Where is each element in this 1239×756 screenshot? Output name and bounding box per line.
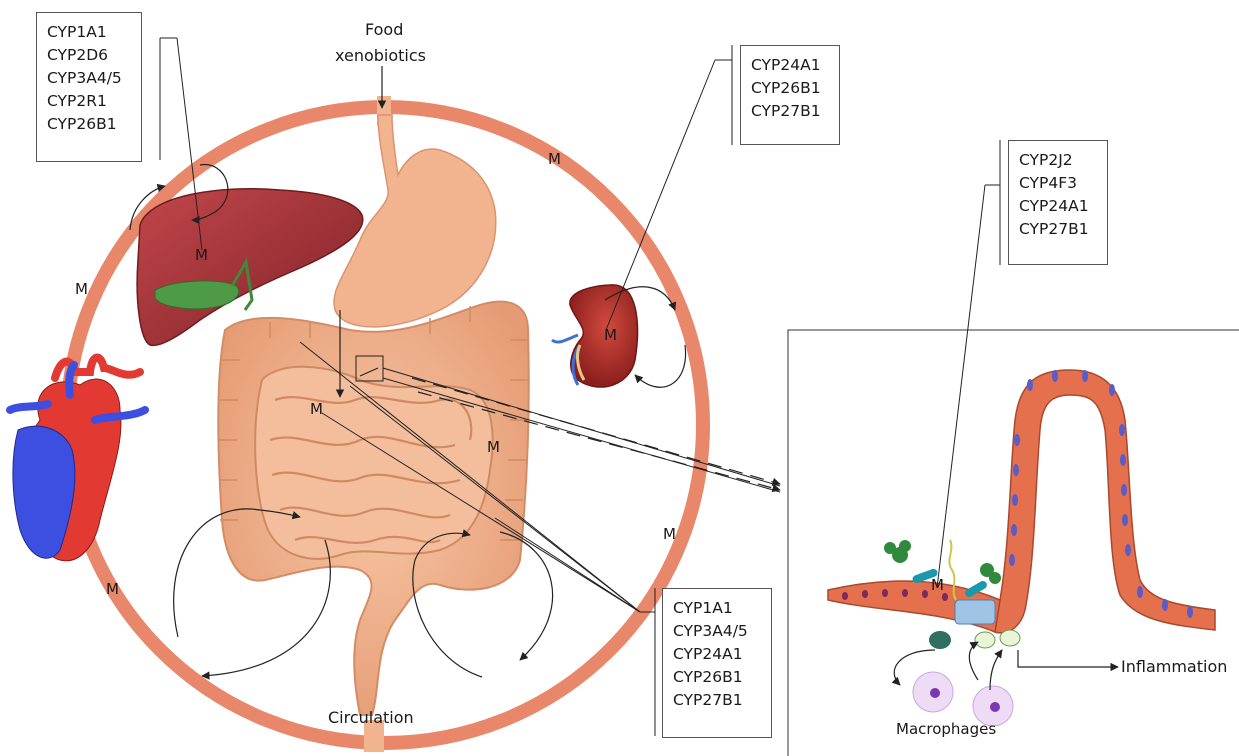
food-label-line2: xenobiotics bbox=[335, 46, 426, 65]
metabolism-marker-colon: M bbox=[487, 438, 500, 456]
intestine-cyp-item: CYP1A1 bbox=[673, 597, 761, 620]
metabolism-marker-ring-top: M bbox=[548, 150, 561, 168]
intestine-cyp-item: CYP26B1 bbox=[673, 666, 761, 689]
intestine-cyp-item: CYP3A4/5 bbox=[673, 620, 761, 643]
metabolism-marker-ring-right: M bbox=[663, 525, 676, 543]
immune-cells bbox=[929, 630, 1020, 649]
liver-cyp-item: CYP2R1 bbox=[47, 90, 131, 113]
food-label-line1: Food bbox=[365, 20, 403, 39]
intestine-cyp-box: CYP1A1 CYP3A4/5 CYP24A1 CYP26B1 CYP27B1 bbox=[662, 588, 772, 738]
epithelium-cyp-item: CYP27B1 bbox=[1019, 218, 1097, 241]
intestine-cyp-item: CYP27B1 bbox=[673, 689, 761, 712]
damaged-epithelium bbox=[955, 600, 995, 624]
epithelium-cyp-box: CYP2J2 CYP4F3 CYP24A1 CYP27B1 bbox=[1008, 140, 1108, 265]
metabolism-marker-liver: M bbox=[195, 246, 208, 264]
kidney-cyp-item: CYP24A1 bbox=[751, 54, 829, 77]
metabolism-marker-ring-bottom-left: M bbox=[106, 580, 119, 598]
circulation-label: Circulation bbox=[328, 708, 414, 727]
heart bbox=[10, 357, 145, 560]
metabolism-marker-ring-left: M bbox=[75, 280, 88, 298]
metabolism-marker-kidney: M bbox=[604, 326, 617, 344]
liver-cyp-item: CYP26B1 bbox=[47, 113, 131, 136]
macrophages bbox=[913, 672, 1013, 726]
kidney-cyp-item: CYP27B1 bbox=[751, 100, 829, 123]
liver-cyp-item: CYP3A4/5 bbox=[47, 67, 131, 90]
macrophages-label: Macrophages bbox=[896, 720, 996, 738]
intestine-cyp-item: CYP24A1 bbox=[673, 643, 761, 666]
liver-cyp-box: CYP1A1 CYP2D6 CYP3A4/5 CYP2R1 CYP26B1 bbox=[36, 12, 142, 162]
epithelium-cyp-item: CYP2J2 bbox=[1019, 149, 1097, 172]
kidney-cyp-box: CYP24A1 CYP26B1 CYP27B1 bbox=[740, 45, 840, 145]
small-intestine bbox=[255, 367, 492, 559]
liver-cyp-item: CYP1A1 bbox=[47, 21, 131, 44]
epithelium-cyp-item: CYP4F3 bbox=[1019, 172, 1097, 195]
kidney-cyp-item: CYP26B1 bbox=[751, 77, 829, 100]
metabolism-marker-small-intestine: M bbox=[310, 400, 323, 418]
epithelium-cyp-item: CYP24A1 bbox=[1019, 195, 1097, 218]
villus bbox=[995, 370, 1215, 633]
liver-cyp-item: CYP2D6 bbox=[47, 44, 131, 67]
inflammation-label: Inflammation bbox=[1121, 657, 1227, 676]
metabolism-marker-epithelium: M bbox=[931, 576, 944, 594]
